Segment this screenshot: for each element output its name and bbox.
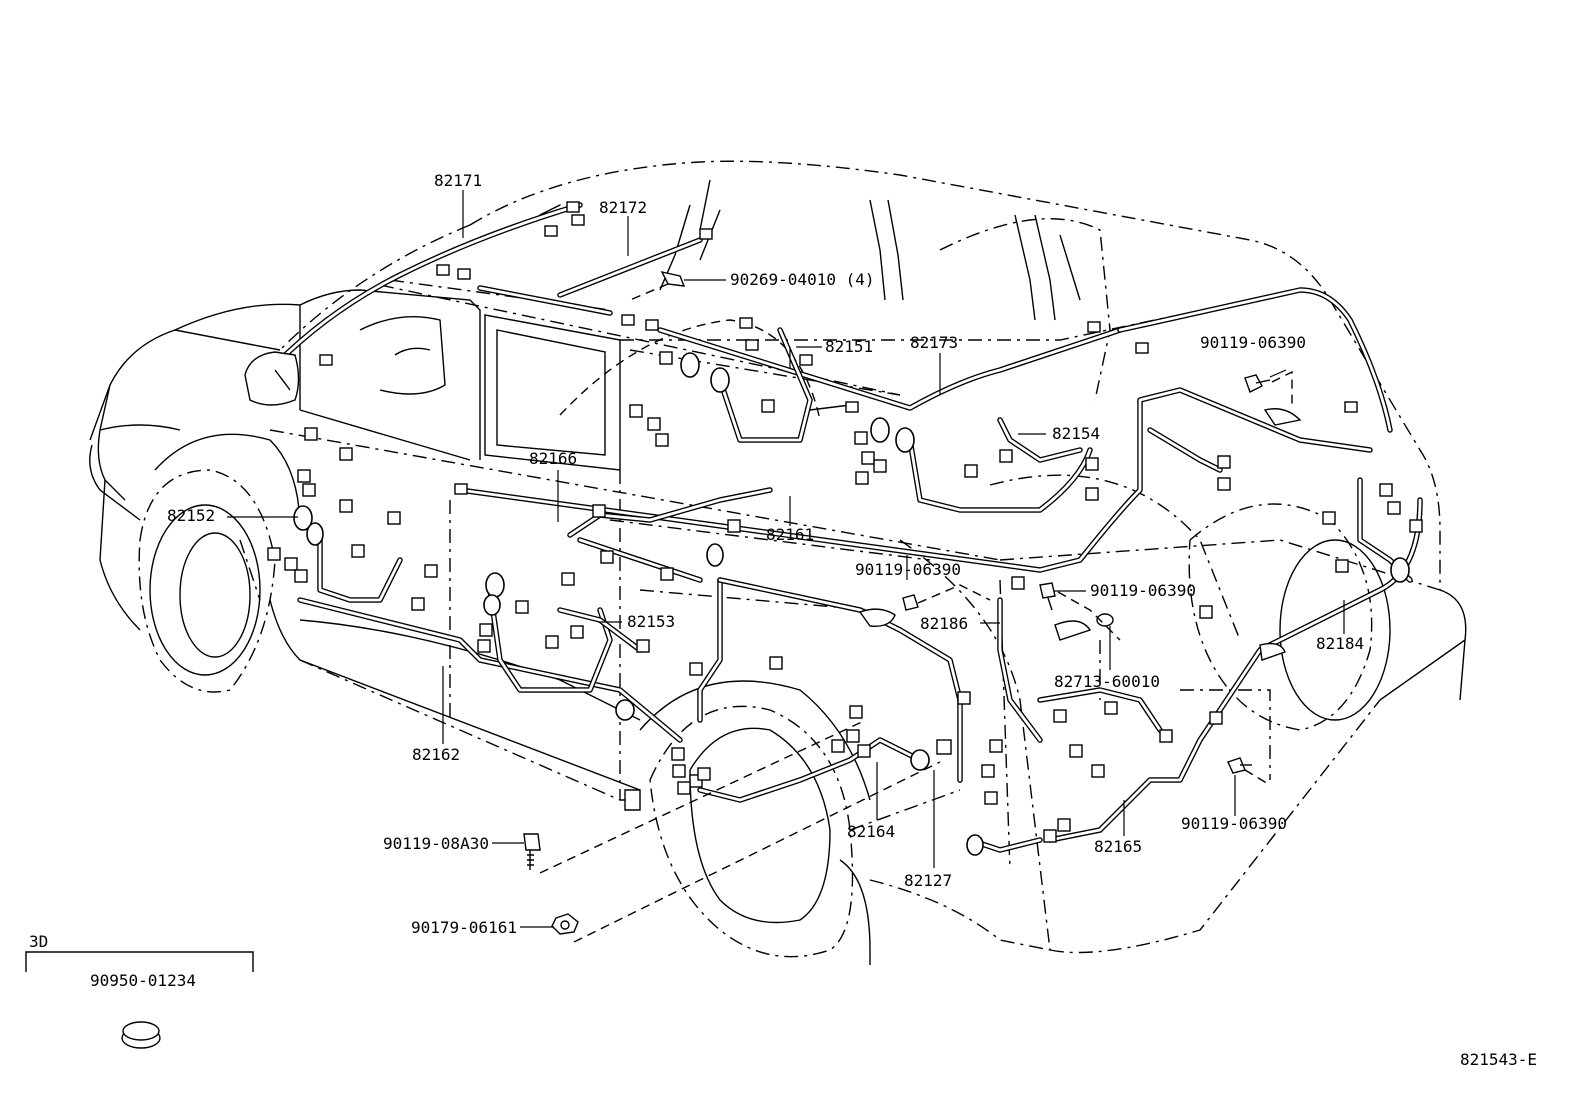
fasteners (121, 270, 1271, 1049)
label-82166: 82166 (529, 449, 577, 468)
label-82153: 82153 (627, 612, 675, 631)
wire-harness-82165 (967, 497, 1423, 853)
diagram-code: 821543-E (1460, 1050, 1537, 1069)
wire-harness-82161 (457, 387, 1373, 573)
part-labels: 82171 82172 90269-04010 (4) 82151 82173 … (29, 171, 1537, 1069)
label-90119-06390-lower: 90119-06390 (1181, 814, 1287, 833)
grommets (293, 352, 1410, 856)
label-90179-06161: 90179-06161 (411, 918, 517, 937)
vehicle-body-outline (89, 160, 1467, 965)
wire-harness-82171 (272, 202, 583, 368)
label-82151: 82151 (825, 337, 873, 356)
label-90950-01234: 90950-01234 (90, 971, 196, 990)
label-82162: 82162 (412, 745, 460, 764)
floor-parts (624, 408, 1302, 811)
label-82184: 82184 (1316, 634, 1364, 653)
label-90119-06390-right: 90119-06390 (1090, 581, 1196, 600)
label-82127: 82127 (904, 871, 952, 890)
label-90119-06390-mid: 90119-06390 (855, 560, 961, 579)
wire-harness-82151 (657, 327, 1123, 443)
label-82186: 82186 (920, 614, 968, 633)
label-82713-60010: 82713-60010 (1054, 672, 1160, 691)
label-90119-08A30: 90119-08A30 (383, 834, 489, 853)
label-82165: 82165 (1094, 837, 1142, 856)
wire-harness-82153 (487, 587, 643, 693)
inset-3d-bracket (25, 951, 254, 972)
label-82152: 82152 (167, 506, 215, 525)
door-mirror (244, 351, 300, 406)
connectors (267, 201, 1423, 843)
label-82173: 82173 (910, 333, 958, 352)
wire-harness-82166 (567, 487, 773, 583)
wire-harness-82172 (477, 237, 703, 316)
wire-harness-82164 (697, 737, 923, 803)
label-3d: 3D (29, 932, 48, 951)
label-90269-04010: 90269-04010 (4) (730, 270, 875, 289)
label-82161: 82161 (766, 525, 814, 544)
wire-harness-82173 (1117, 287, 1393, 433)
label-82154: 82154 (1052, 424, 1100, 443)
label-90119-06390-top: 90119-06390 (1200, 333, 1306, 352)
label-82171: 82171 (434, 171, 482, 190)
label-82172: 82172 (599, 198, 647, 217)
wire-harness-82186 (997, 597, 1163, 743)
label-82164: 82164 (847, 822, 895, 841)
leader-lines (227, 190, 1345, 943)
wire-harness-82162 (697, 577, 963, 783)
